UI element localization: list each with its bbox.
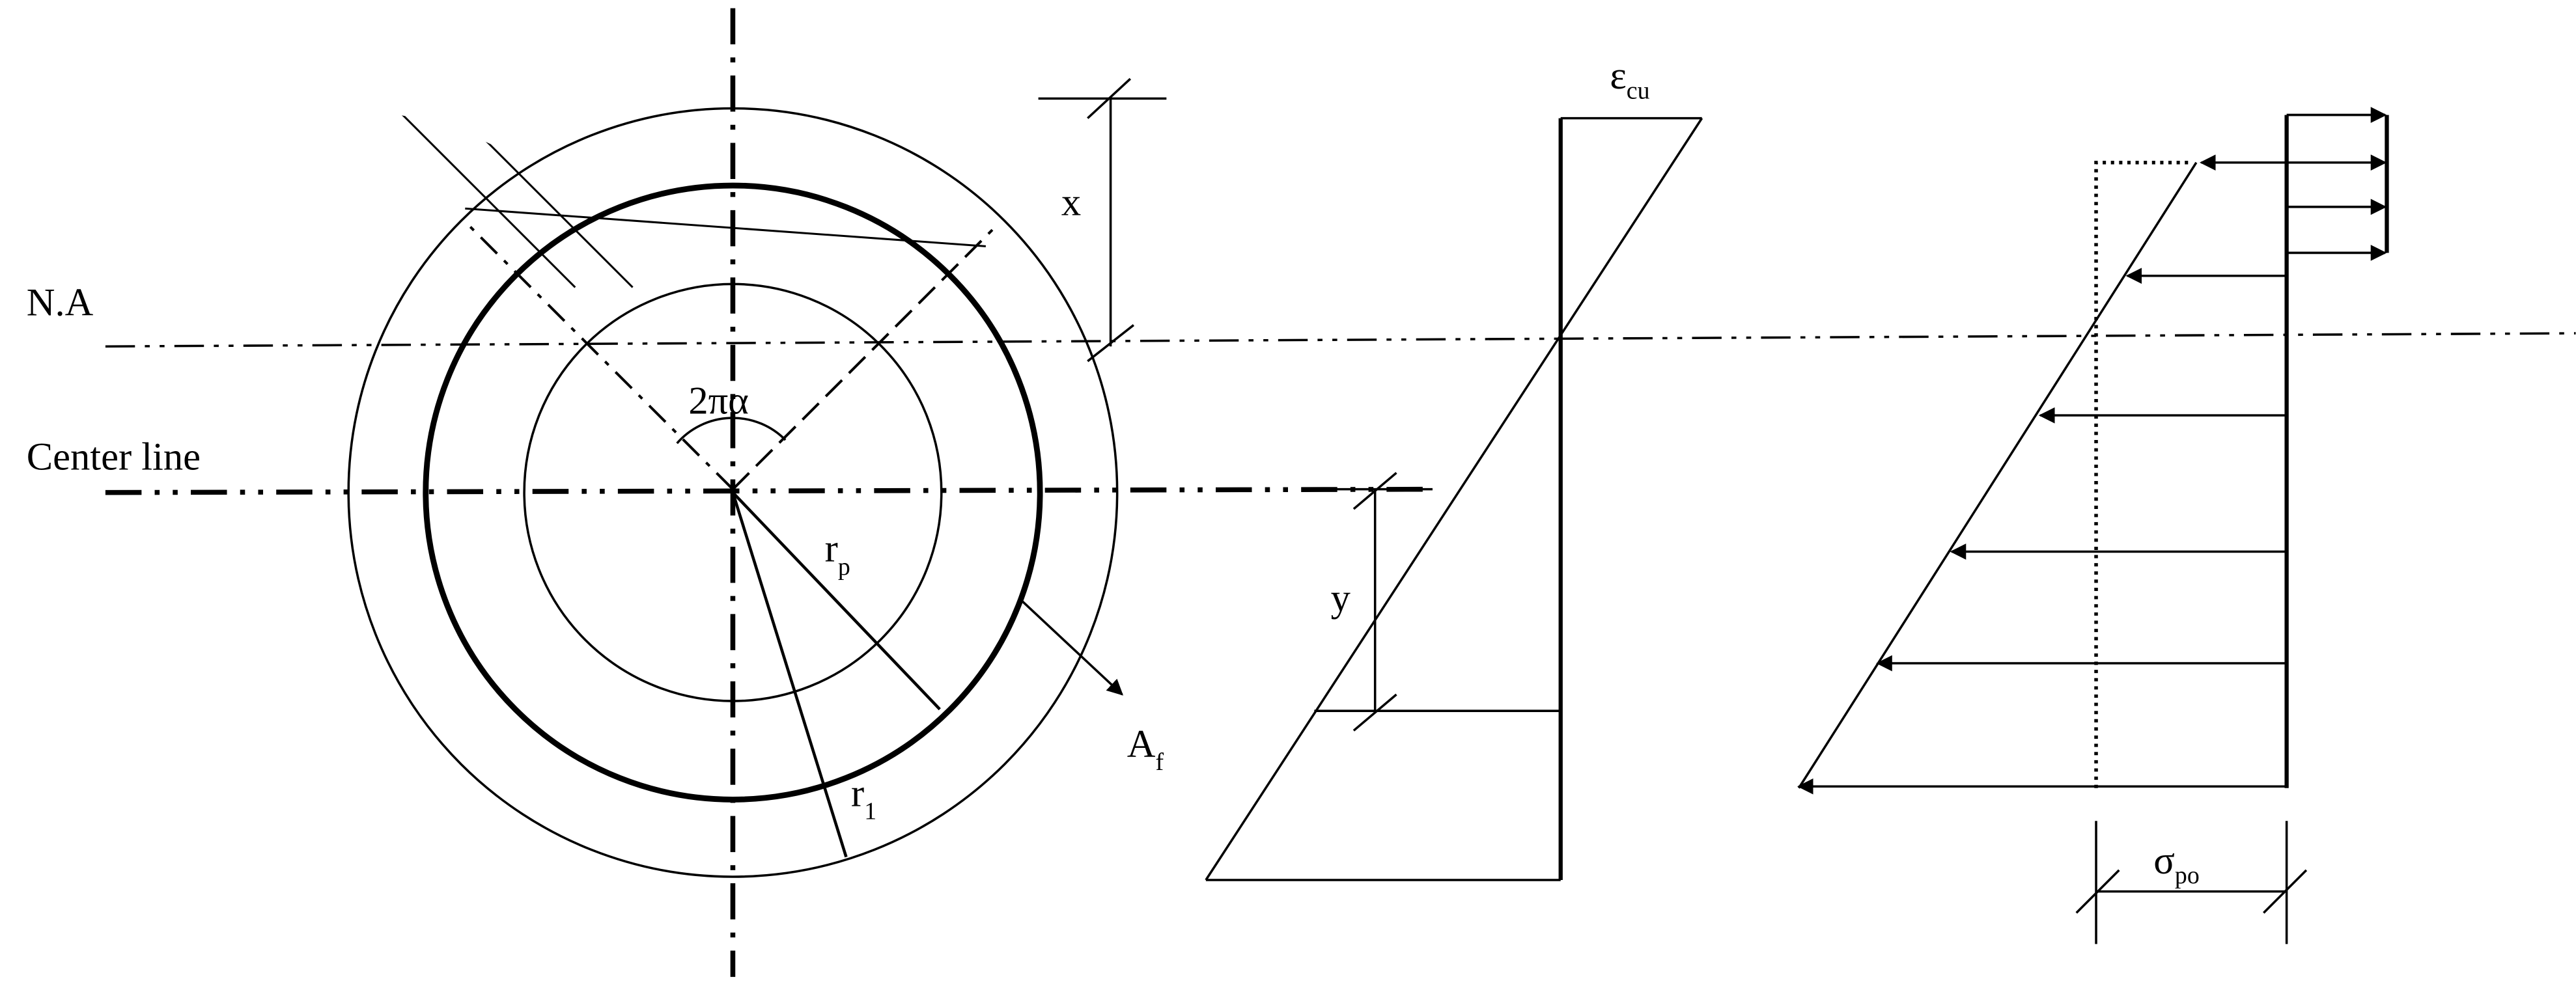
sigma-po-label: σpo [2153, 839, 2199, 889]
center-line-label: Center line [27, 435, 201, 478]
stress-diagram [1797, 107, 2389, 795]
neutral-axis-label: N.A [27, 281, 94, 324]
r1-label: r1 [851, 771, 876, 825]
compression-hatching [385, 108, 714, 297]
strain-diagram [1205, 117, 1703, 881]
dimension-x [1038, 77, 1167, 363]
angle-label: 2πα [688, 379, 749, 423]
angle-arc [676, 417, 787, 445]
radius-r1 [731, 492, 848, 858]
eps-cu-label: εcu [1610, 54, 1649, 104]
dimension-sigma [2075, 821, 2308, 944]
angle-line-left [467, 224, 734, 491]
rp-label: rp [825, 527, 850, 581]
neutral-axis-line [105, 332, 2576, 348]
dimension-y [1314, 472, 1433, 732]
af-leader [1021, 599, 1124, 696]
x-label: x [1061, 180, 1081, 224]
center-line [105, 486, 1433, 495]
y-label: y [1331, 576, 1351, 620]
angle-line-right [732, 228, 994, 491]
hatch-boundary [465, 207, 986, 247]
radius-rp [731, 491, 941, 711]
af-label: Af [1127, 722, 1164, 776]
